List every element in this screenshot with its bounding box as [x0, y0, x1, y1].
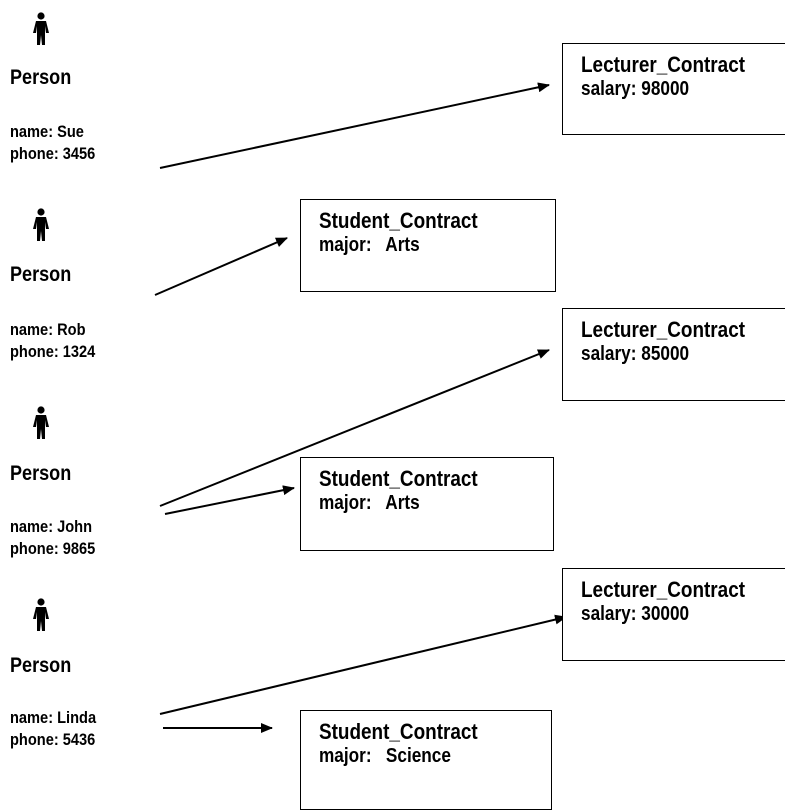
- field-value: Arts: [385, 234, 420, 256]
- field-label: major:: [319, 745, 372, 767]
- field-label: salary:: [581, 343, 637, 365]
- person-icon: [33, 406, 49, 439]
- field-label: major:: [319, 234, 372, 256]
- contract-field: salary: 30000: [581, 603, 689, 626]
- field-value: 85000: [641, 343, 690, 365]
- contract-box-lecturer-85000: Lecturer_Contract salary: 85000: [562, 308, 785, 401]
- contract-box-student-arts-2: Student_Contract major: Arts: [300, 457, 554, 551]
- contract-title: Lecturer_Contract: [581, 577, 746, 602]
- person-name: name: Rob: [10, 320, 86, 339]
- person-title: Person: [10, 66, 72, 89]
- field-label: salary:: [581, 603, 637, 625]
- contract-title: Lecturer_Contract: [581, 52, 746, 77]
- contract-title: Lecturer_Contract: [581, 317, 746, 342]
- contract-field: salary: 98000: [581, 78, 689, 101]
- field-value: Science: [385, 745, 451, 767]
- contract-title: Student_Contract: [319, 466, 478, 491]
- person-icon: [33, 598, 49, 631]
- person-title: Person: [10, 462, 72, 485]
- arrow-rob-student: [154, 237, 288, 296]
- arrow-sue-lecturer: [159, 82, 550, 169]
- person-name: name: Linda: [10, 708, 97, 727]
- field-label: salary:: [581, 78, 637, 100]
- contract-title: Student_Contract: [319, 208, 478, 233]
- person-icon: [33, 12, 49, 45]
- person-name: name: John: [10, 517, 93, 536]
- field-value: 98000: [641, 78, 690, 100]
- person-title: Person: [10, 263, 72, 286]
- contract-field: major: Science: [319, 745, 451, 768]
- person-phone: phone: 1324: [10, 342, 96, 361]
- person-phone: phone: 3456: [10, 144, 96, 163]
- arrow-john-student: [164, 485, 295, 515]
- person-icon: [33, 208, 49, 241]
- contract-box-lecturer-30000: Lecturer_Contract salary: 30000: [562, 568, 785, 661]
- arrow-linda-lecturer: [159, 614, 567, 715]
- field-value: 30000: [641, 603, 690, 625]
- person-title: Person: [10, 654, 72, 677]
- contract-field: major: Arts: [319, 234, 420, 257]
- contract-box-student-arts-1: Student_Contract major: Arts: [300, 199, 556, 292]
- arrow-john-lecturer: [159, 349, 550, 507]
- contract-box-student-science: Student_Contract major: Science: [300, 710, 552, 810]
- contract-title: Student_Contract: [319, 719, 478, 744]
- field-label: major:: [319, 492, 372, 514]
- person-phone: phone: 5436: [10, 730, 96, 749]
- contract-field: salary: 85000: [581, 343, 689, 366]
- contract-box-lecturer-98000: Lecturer_Contract salary: 98000: [562, 43, 785, 135]
- person-phone: phone: 9865: [10, 539, 96, 558]
- field-value: Arts: [385, 492, 420, 514]
- contract-field: major: Arts: [319, 492, 420, 515]
- person-name: name: Sue: [10, 122, 84, 141]
